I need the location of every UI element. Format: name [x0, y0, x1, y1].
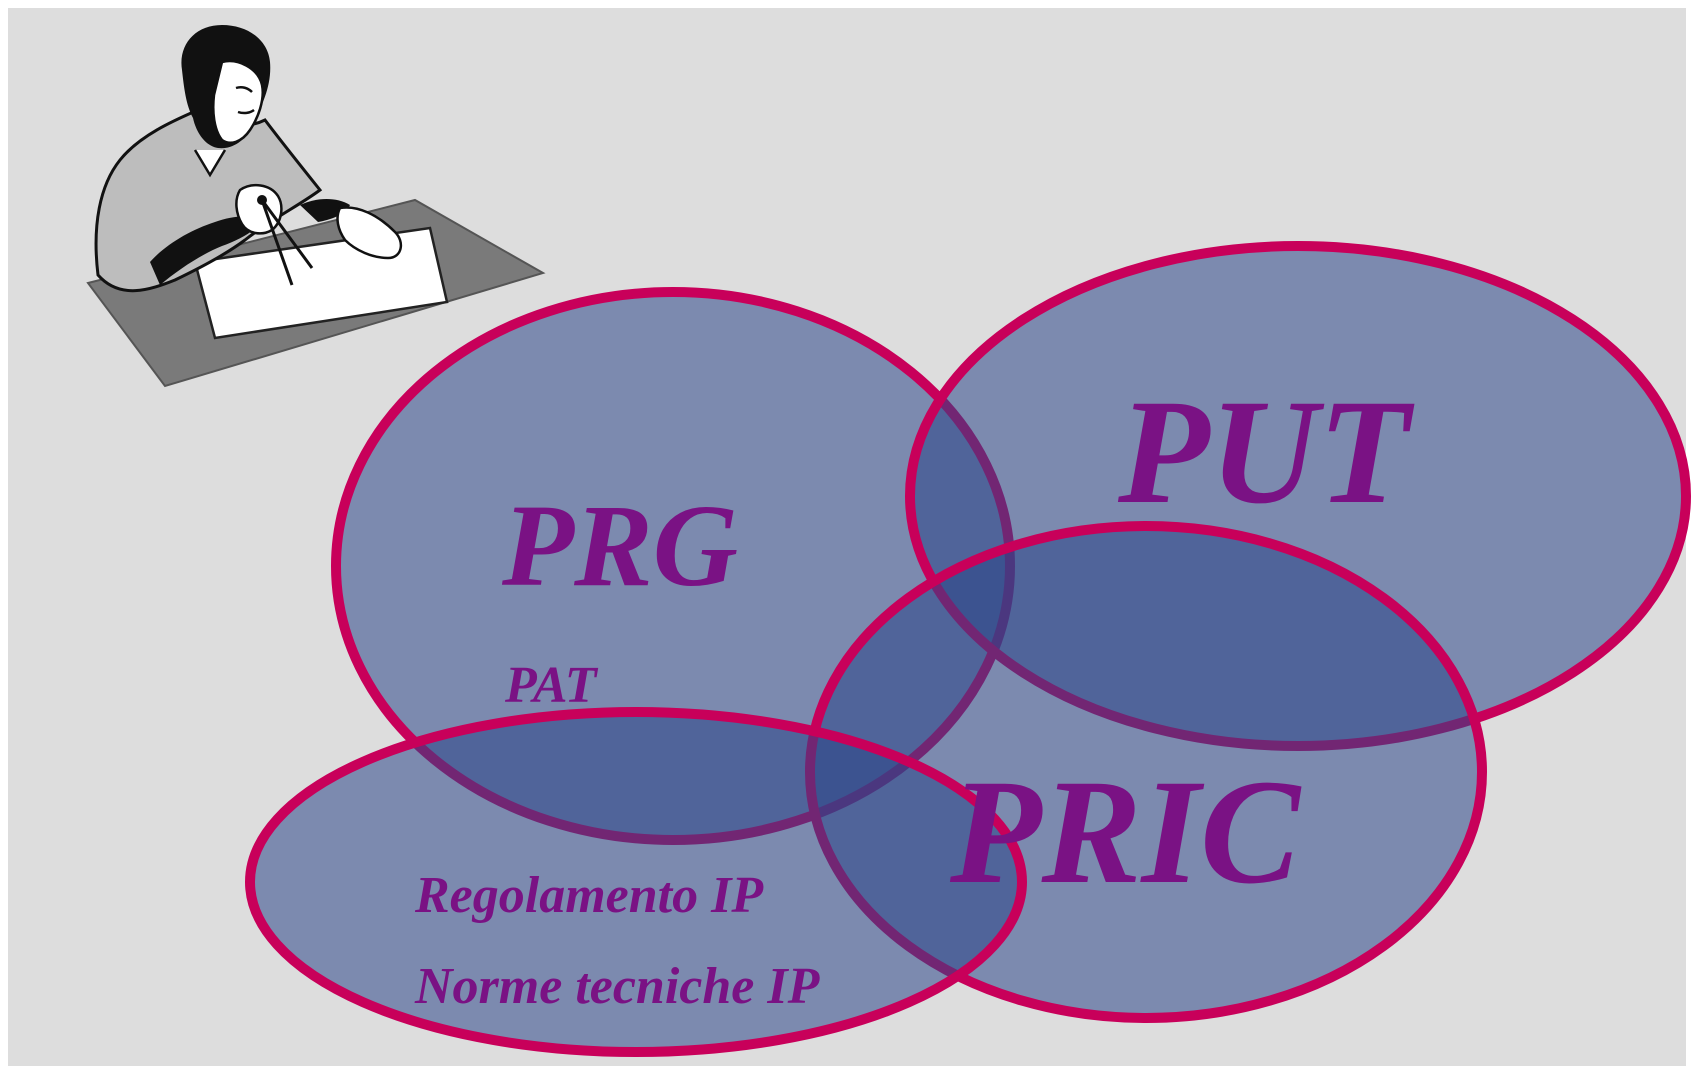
venn-ellipses — [245, 241, 1691, 1057]
label-prg: PRG — [501, 480, 738, 611]
label-pric: PRIC — [949, 749, 1302, 915]
person-drafting-with-compass-icon — [86, 25, 546, 388]
label-put: PUT — [1117, 369, 1415, 535]
ellipse-regolamento — [245, 707, 1027, 1057]
label-regolamento: Regolamento IP — [414, 867, 764, 924]
label-pat: PAT — [504, 657, 599, 714]
label-norme-tecniche: Norme tecniche IP — [414, 958, 821, 1015]
